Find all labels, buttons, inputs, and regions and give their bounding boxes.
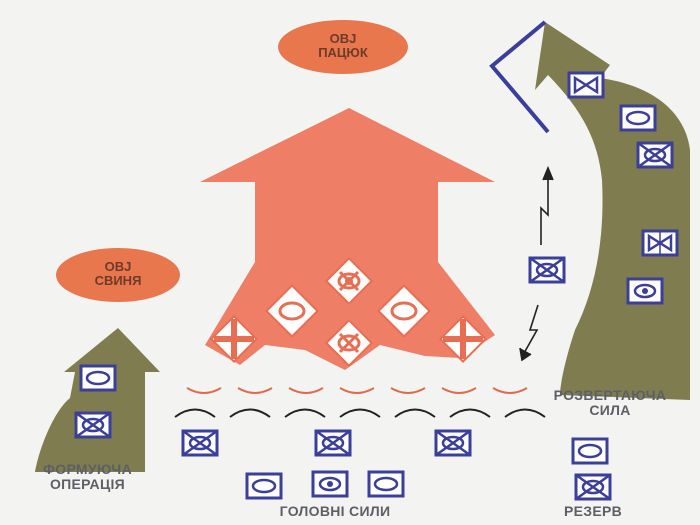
shaping-operation-label: ФОРМУЮЧА ОПЕРАЦІЯ (15, 462, 160, 491)
objective-pig-label: OBJ СВИНЯ (68, 260, 168, 287)
diamond-armor-top (324, 256, 374, 306)
front-line-black (174, 408, 546, 418)
shaping-label-line2: ОПЕРАЦІЯ (49, 475, 126, 492)
objective-pig-line1: OBJ (104, 259, 132, 274)
shaping-unit-mech (74, 411, 112, 439)
lightning-arrow-down (519, 304, 539, 362)
exploit-label-line1: РОЗВЕРТАЮЧА (553, 387, 667, 403)
exploit-unit-airborne-2 (641, 229, 679, 257)
main-unit-armor-2 (367, 470, 405, 498)
exploit-unit-artillery (626, 277, 664, 305)
reserve-label: РЕЗЕРВ (563, 503, 623, 519)
main-unit-armor-1 (245, 472, 283, 500)
exploit-label-line2: СИЛА (589, 401, 631, 418)
objective-rat (278, 20, 408, 74)
shaping-unit-armor (79, 364, 117, 392)
exploitation-arrow-outline (489, 20, 550, 134)
exploit-unit-mech (636, 141, 674, 169)
objective-rat-label: OBJ ПАЦЮК (293, 32, 393, 59)
reserve-unit-armor (571, 437, 609, 465)
main-forces-label: ГОЛОВНІ СИЛИ (279, 503, 391, 519)
exploitation-arrow (535, 22, 690, 400)
front-line-red (186, 387, 528, 394)
main-unit-artillery (311, 470, 349, 498)
objective-pig-line2: СВИНЯ (94, 272, 142, 288)
exploitation-force-label: РОЗВЕРТАЮЧА СИЛА (545, 388, 675, 417)
objective-rat-line2: ПАЦЮК (318, 44, 368, 60)
objective-rat-line1: OBJ (329, 31, 357, 46)
reserve-unit-mech (574, 473, 612, 501)
exploit-unit-armor (619, 104, 657, 132)
lightning-arrow-up (540, 165, 554, 245)
objective-pig (56, 248, 180, 302)
exploit-unit-mech-detached (528, 256, 566, 284)
main-unit-mech-3 (434, 429, 472, 457)
exploit-unit-airborne (567, 71, 605, 99)
shaping-label-line1: ФОРМУЮЧА (43, 461, 132, 477)
main-unit-mech-2 (314, 429, 352, 457)
main-unit-mech-1 (181, 429, 219, 457)
shaping-operation-arrow (35, 328, 160, 472)
